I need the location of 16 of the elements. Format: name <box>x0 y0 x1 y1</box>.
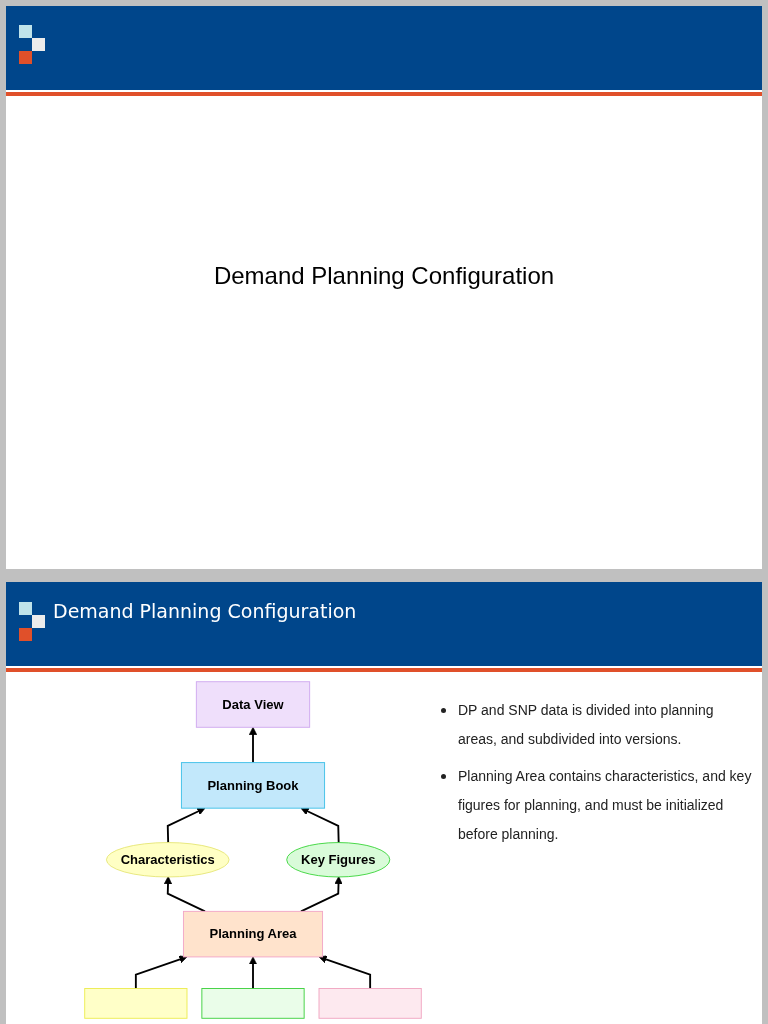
node-box <box>182 910 324 958</box>
node-box <box>318 988 422 1019</box>
node-box <box>180 762 326 809</box>
node-box <box>195 681 311 728</box>
node-box <box>201 988 305 1019</box>
bullet-text: DP and SNP data is divided into planning areas, and subdivided into versions. <box>458 701 715 749</box>
slide-background: Demand Planning Configuration Data View Planning Book Characteristics Key Figures Planning Area DP and SNP data is divided into planning areas, and subdivided into versions. Planning Area contains characteristics, and key figures for planning, and must be initialized before planning. <box>6 582 762 1024</box>
header-title: Demand Planning Configuration <box>53 599 357 623</box>
arrow <box>300 876 343 913</box>
arrow <box>163 876 206 913</box>
arrow <box>248 726 258 764</box>
node-ellipse <box>286 842 391 878</box>
bullet-text: Planning Area contains characteristics, and key figures for planning, and must be initialized before planning. <box>458 767 753 844</box>
slide-title: Demand Planning Configuration <box>213 261 555 291</box>
node-ellipse <box>105 842 230 878</box>
node-box <box>84 988 188 1019</box>
